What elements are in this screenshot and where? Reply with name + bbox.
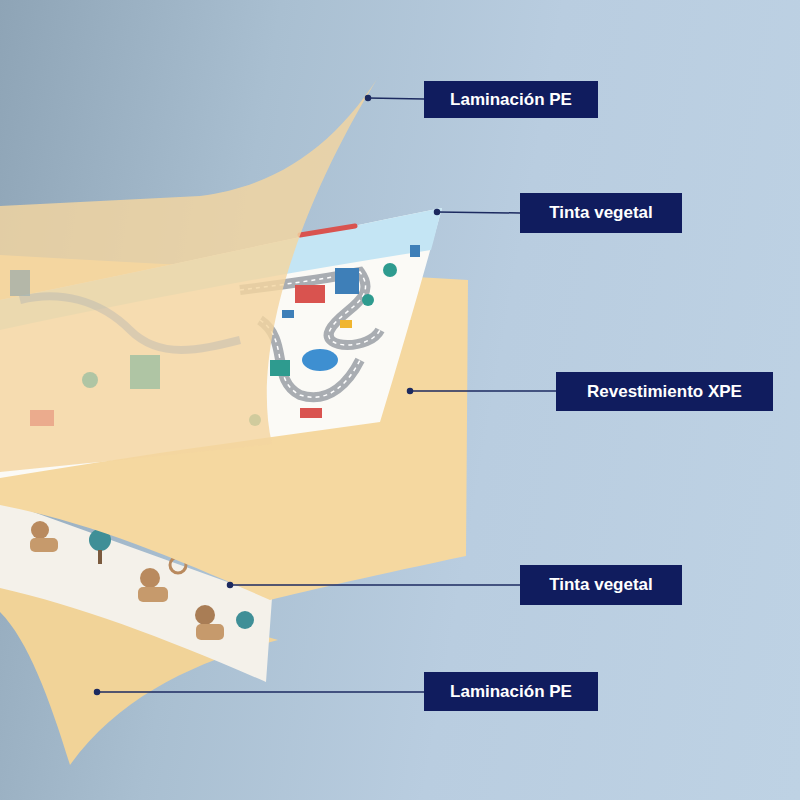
callout-label: Laminación PE <box>424 672 598 711</box>
callout-label: Tinta vegetal <box>520 565 682 605</box>
callout-text: Tinta vegetal <box>549 573 653 597</box>
callout-label: Revestimiento XPE <box>556 372 773 411</box>
top-pe-layer <box>0 68 384 472</box>
callout-text: Tinta vegetal <box>549 201 653 225</box>
callout-text: Laminación PE <box>450 680 572 703</box>
faded-print <box>10 270 240 426</box>
leader-lines <box>95 96 557 695</box>
callout-text: Revestimiento XPE <box>587 380 742 403</box>
callout-label: Laminación PE <box>424 81 598 118</box>
callout-text: Laminación PE <box>450 89 572 110</box>
callout-label: Tinta vegetal <box>520 193 682 233</box>
